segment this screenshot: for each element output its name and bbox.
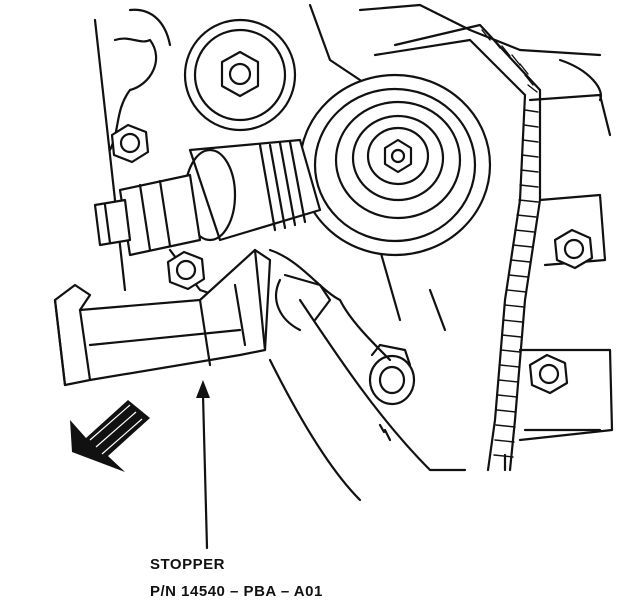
auto-tensioner — [93, 138, 322, 257]
bolt-upper-left — [110, 123, 150, 164]
bolt-lower — [166, 250, 206, 291]
engine-housing — [93, 3, 614, 502]
stopper-part-number: P/N 14540 – PBA – A01 — [150, 583, 323, 600]
bolt-center — [368, 343, 416, 442]
timing-belt — [373, 23, 542, 472]
stopper-tool — [53, 248, 272, 387]
leader-arrow-up-icon — [196, 380, 210, 550]
bold-arrow-down-left-icon — [70, 400, 150, 472]
tensioner-pulley — [298, 73, 492, 257]
idler-pulley-upper — [183, 18, 297, 132]
stopper-label: STOPPER — [150, 556, 225, 573]
bolt-right-lower — [528, 353, 569, 395]
bolt-right-upper — [553, 228, 594, 270]
tensioner-arm — [268, 248, 392, 362]
